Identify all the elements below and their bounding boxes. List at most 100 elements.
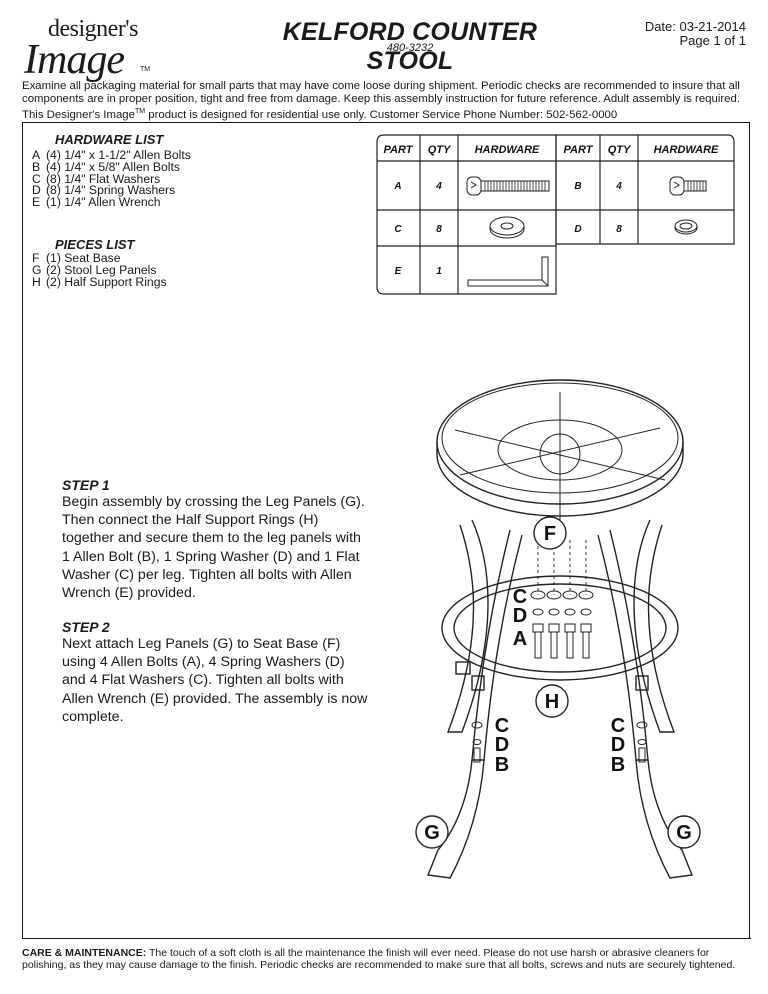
pieces-list-title: PIECES LIST xyxy=(55,236,134,254)
label-b-right: B xyxy=(611,754,625,776)
content-frame xyxy=(22,122,750,939)
callout-f-circle xyxy=(533,516,567,550)
short-bolt-icon xyxy=(669,176,707,196)
table-cell-part: D xyxy=(574,224,581,235)
label-d-right: D xyxy=(611,734,625,756)
care-maintenance: CARE & MAINTENANCE: The touch of a soft … xyxy=(22,947,748,971)
label-c-mid: C xyxy=(513,586,527,608)
label-g-right: G xyxy=(676,822,692,844)
intro-tm: TM xyxy=(134,107,146,115)
label-f: F xyxy=(544,523,556,545)
list-item: H (2) Half Support Rings xyxy=(32,274,167,289)
seat-hardware-illustration xyxy=(530,590,594,659)
list-item-key: G xyxy=(32,262,42,277)
table-cell-qty: 4 xyxy=(435,181,442,192)
table-left-outline xyxy=(376,134,557,295)
table-cell-part: E xyxy=(395,266,402,277)
label-a-mid: A xyxy=(513,628,527,650)
list-item-key: A xyxy=(32,148,41,162)
table-header-part: PART xyxy=(384,144,414,156)
list-item: D (8) 1/4" Spring Washers xyxy=(32,183,191,198)
logo-line-1: designer's xyxy=(48,16,138,42)
table-cell-part: A xyxy=(393,181,401,192)
table-cell-part: B xyxy=(574,181,581,192)
list-item-key: E xyxy=(32,195,41,210)
support-ring-illustration xyxy=(441,575,679,691)
list-item: G (2) Stool Leg Panels xyxy=(32,262,167,277)
table-cell-qty: 8 xyxy=(436,224,442,235)
allen-wrench-icon xyxy=(467,256,549,287)
care-label: CARE & MAINTENANCE: xyxy=(22,947,147,959)
label-h: H xyxy=(545,691,559,713)
table-header-qty: QTY xyxy=(428,144,452,156)
brand-logo: designer's Image TM xyxy=(18,14,158,83)
list-item: F (1) Seat Base xyxy=(32,251,167,265)
intro-paragraph: Examine all packaging material for small… xyxy=(22,80,748,121)
list-item: E (1) 1/4" Allen Wrench xyxy=(32,195,191,210)
intro-text-2: product is designed for residential use … xyxy=(145,108,618,121)
label-d-mid: D xyxy=(513,605,527,627)
date-text: Date: 03-21-2014 xyxy=(644,19,746,34)
label-b-left: B xyxy=(495,754,509,776)
label-g-left: G xyxy=(424,822,440,844)
page-number: Page 1 of 1 xyxy=(679,33,747,48)
callout-g-left-circle xyxy=(415,815,449,849)
hardware-list-title: HARDWARE LIST xyxy=(55,131,163,149)
date-block: Date: 03-21-2014 Page 1 of 1 xyxy=(645,20,746,48)
flat-washer-icon xyxy=(489,216,525,239)
hardware-table: PART QTY HARDWARE PART QTY HARDWARE A 4 … xyxy=(376,134,735,295)
list-item-key: C xyxy=(32,171,41,186)
frame-bottom-rule xyxy=(22,938,751,939)
seat-base-illustration xyxy=(436,379,684,520)
list-item-key: D xyxy=(32,183,41,198)
hardware-list: A (4) 1/4" x 1-1/2" Allen Bolts B (4) 1/4"… xyxy=(32,148,191,210)
care-text: The touch of a soft cloth is all the mai… xyxy=(22,947,736,971)
list-item-text: (2) Stool Leg Panels xyxy=(46,262,157,277)
leg-hardware-illustration xyxy=(471,721,648,763)
list-item-text: (1) Seat Base xyxy=(46,251,121,265)
step-1: STEP 1 Begin assembly by crossing the Le… xyxy=(62,477,372,602)
long-bolt-icon xyxy=(466,176,550,196)
callout-g-right-circle xyxy=(667,815,701,849)
step-2: STEP 2 Next attach Leg Panels (G) to Sea… xyxy=(62,619,372,726)
label-c-left: C xyxy=(495,715,509,737)
intro-text-1: Examine all packaging material for small… xyxy=(22,80,740,121)
list-item-key: B xyxy=(32,159,41,174)
table-cell-qty: 4 xyxy=(615,181,622,192)
step-2-title: STEP 2 xyxy=(62,619,110,635)
list-item-text: (8) 1/4" Spring Washers xyxy=(46,183,176,198)
table-header-qty: QTY xyxy=(608,144,632,156)
page-title: KELFORD COUNTER STOOL xyxy=(282,18,538,75)
logo-tm: TM xyxy=(140,66,151,73)
label-d-left: D xyxy=(495,734,509,756)
hardware-list-title-text: HARDWARE LIST xyxy=(55,132,164,147)
list-item-text: (8) 1/4" Flat Washers xyxy=(46,171,161,186)
list-item-text: (2) Half Support Rings xyxy=(46,274,167,289)
table-cell-qty: 1 xyxy=(436,266,442,277)
step-1-title: STEP 1 xyxy=(62,477,110,493)
table-header-hardware: HARDWARE xyxy=(654,144,719,156)
table-header-part: PART xyxy=(564,144,594,156)
list-item: B (4) 1/4" x 5/8" Allen Bolts xyxy=(32,159,191,174)
list-item: C (8) 1/4" Flat Washers xyxy=(32,171,191,186)
list-item: A (4) 1/4" x 1-1/2" Allen Bolts xyxy=(32,148,191,162)
list-item-key: F xyxy=(32,251,40,265)
stool-assembly-diagram: F H G G C D A C D B C D B xyxy=(415,379,701,879)
table-cell-part: C xyxy=(394,224,402,235)
model-number: 480-3232 xyxy=(386,42,434,54)
table-cell-qty: 8 xyxy=(616,224,622,235)
callout-h-circle xyxy=(535,684,569,718)
label-c-right: C xyxy=(611,715,625,737)
logo-line-2: Image xyxy=(24,37,125,83)
step-2-text: Next attach Leg Panels (G) to Seat Base … xyxy=(62,636,368,725)
list-item-text: (1) 1/4" Allen Wrench xyxy=(46,195,161,210)
list-item-text: (4) 1/4" x 1-1/2" Allen Bolts xyxy=(46,148,191,162)
list-item-key: H xyxy=(32,274,41,289)
step-1-text: Begin assembly by crossing the Leg Panel… xyxy=(62,494,365,602)
spring-washer-icon xyxy=(674,219,698,235)
list-item-text: (4) 1/4" x 5/8" Allen Bolts xyxy=(46,159,180,174)
pieces-list: F (1) Seat Base G (2) Stool Leg Panels H (2… xyxy=(32,251,167,289)
pieces-list-title-text: PIECES LIST xyxy=(55,237,135,252)
table-header-hardware: HARDWARE xyxy=(475,144,540,156)
leg-panels-illustration xyxy=(427,519,693,879)
